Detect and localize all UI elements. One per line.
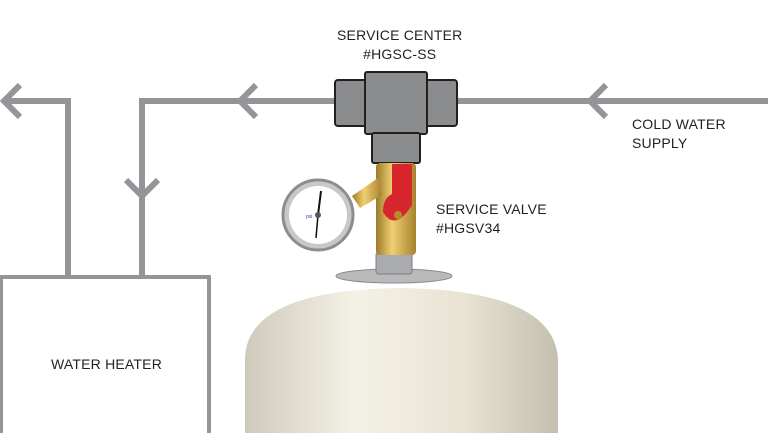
- pipes: [0, 82, 768, 277]
- heater-inlet-pipe: [139, 98, 340, 277]
- tank-nut: [375, 251, 413, 275]
- service-center-fitting: [334, 71, 458, 164]
- left-arrow-icon: [585, 82, 609, 120]
- service-valve: [352, 163, 416, 255]
- left-arrow-icon: [235, 82, 259, 120]
- service-valve-title: SERVICE VALVE: [436, 201, 547, 217]
- service-center-label: SERVICE CENTER #HGSC-SS: [337, 26, 462, 64]
- expansion-tank: [245, 288, 558, 433]
- cold-water-line1: COLD WATER: [632, 116, 726, 132]
- service-valve-part-number: #HGSV34: [436, 220, 501, 236]
- service-center-part-number: #HGSC-SS: [363, 46, 437, 62]
- water-heater-label: WATER HEATER: [51, 356, 163, 372]
- left-arrow-icon: [0, 82, 23, 120]
- water-heater-box: [0, 275, 211, 433]
- hot-outlet-pipe: [4, 98, 71, 277]
- svg-text:psi: psi: [306, 214, 312, 220]
- cold-water-line2: SUPPLY: [632, 135, 688, 151]
- down-arrow-icon: [123, 177, 161, 201]
- pressure-gauge: psi: [281, 178, 355, 252]
- valve-handle: [383, 164, 412, 221]
- service-center-title: SERVICE CENTER: [337, 27, 463, 43]
- cold-water-supply-label: COLD WATER SUPPLY: [632, 115, 726, 153]
- service-valve-label: SERVICE VALVE #HGSV34: [436, 200, 547, 238]
